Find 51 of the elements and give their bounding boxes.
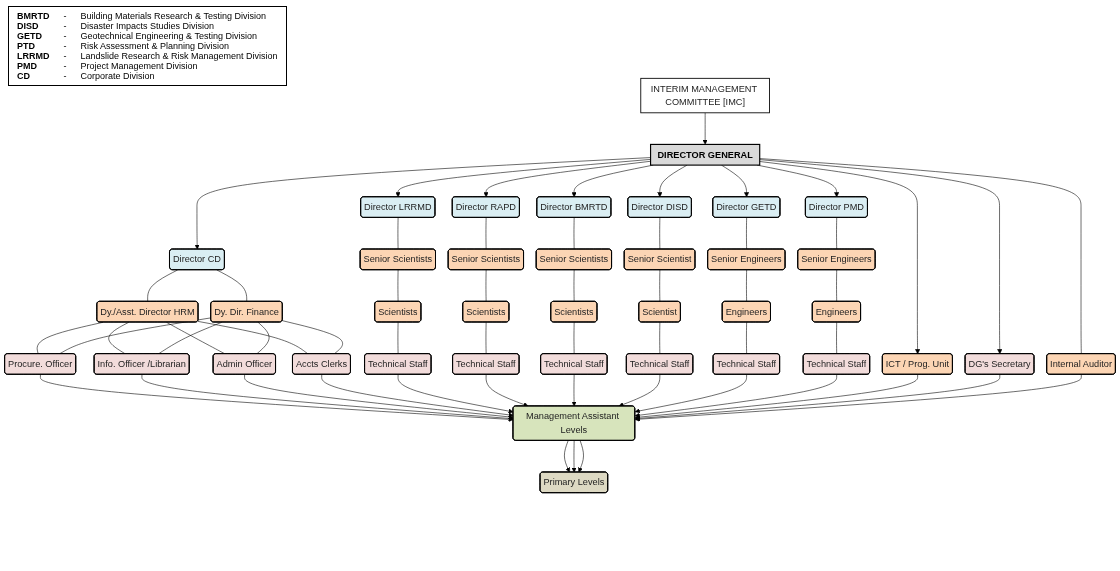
connector — [282, 320, 343, 355]
connector — [836, 322, 837, 355]
division-name: Risk Assessment & Planning Division — [80, 41, 231, 51]
division-name: Landslide Research & Risk Management Division — [80, 51, 278, 61]
abbreviation: BMRTD — [17, 11, 50, 21]
connector — [216, 269, 248, 302]
division-name: Disaster Impacts Studies Division — [80, 21, 216, 31]
division-name: Geotechnical Engineering & Testing Division — [80, 31, 258, 41]
connector — [397, 269, 399, 302]
connector — [659, 322, 661, 355]
connector — [158, 322, 223, 355]
separator-dash: - — [63, 21, 67, 31]
node-box: INTERIM MANAGEMENT COMMITTEE [IMC] — [640, 77, 770, 114]
connector — [659, 217, 661, 250]
separator-dash: - — [63, 41, 67, 51]
division-name: Building Materials Research & Testing Division — [80, 11, 267, 21]
connector — [573, 322, 575, 355]
connector — [659, 269, 661, 302]
connector — [108, 322, 130, 355]
connector — [59, 317, 212, 355]
connector — [836, 269, 837, 302]
connector — [485, 322, 487, 355]
connector — [759, 158, 1082, 355]
connector — [485, 269, 487, 302]
connector — [147, 269, 178, 302]
abbreviation: LRRMD — [17, 51, 50, 61]
abbreviation: GETD — [17, 31, 43, 41]
connector — [573, 217, 575, 250]
connector — [836, 217, 837, 250]
connector — [36, 322, 104, 355]
division-name: Project Management Division — [80, 61, 199, 71]
node-box: DIRECTOR GENERAL — [650, 143, 761, 166]
separator-dash: - — [63, 61, 67, 71]
separator-dash: - — [63, 71, 67, 81]
abbreviation: PMD — [17, 61, 38, 71]
connector — [397, 217, 399, 250]
connector — [256, 322, 270, 355]
connector — [197, 321, 309, 355]
division-name: Corporate Division — [80, 71, 156, 81]
connector — [397, 322, 399, 355]
abbreviation: CD — [17, 71, 31, 81]
connector — [746, 269, 747, 302]
abbreviation: DISD — [17, 21, 40, 31]
separator-dash: - — [63, 51, 67, 61]
connector — [746, 322, 747, 355]
connector — [746, 217, 747, 250]
connector — [573, 269, 575, 302]
abbreviation: PTD — [17, 41, 36, 51]
connector — [485, 217, 487, 250]
separator-dash: - — [63, 11, 67, 21]
separator-dash: - — [63, 31, 67, 41]
